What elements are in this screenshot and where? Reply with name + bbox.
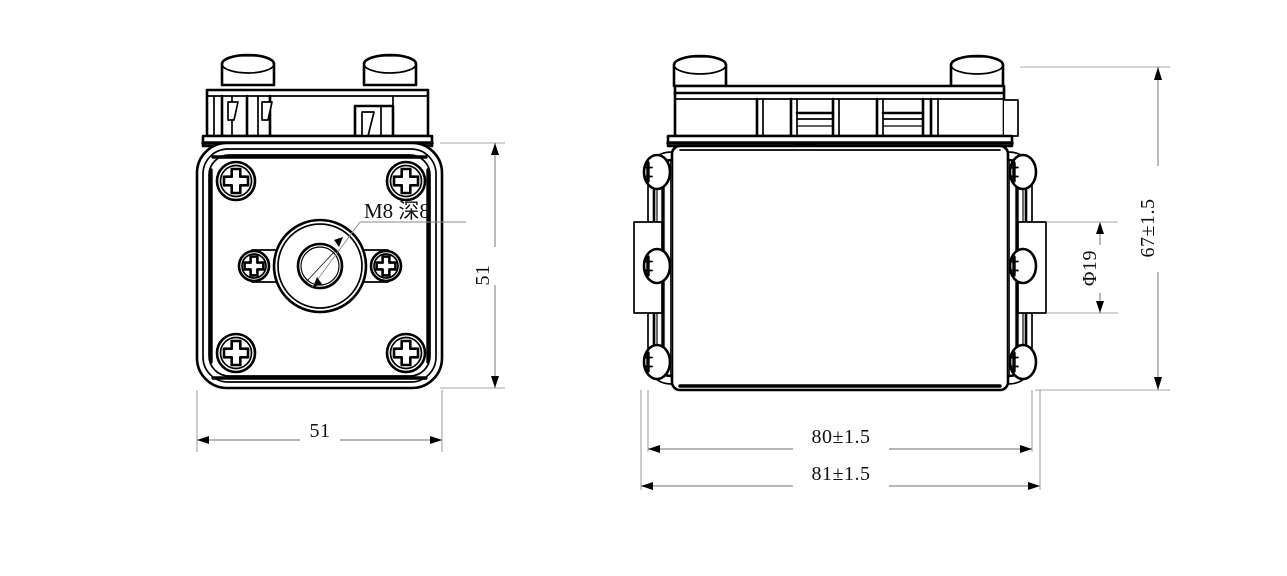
screw-top-left: [215, 160, 257, 202]
side-view-body: [670, 144, 1010, 392]
side-view-connectors: [672, 54, 1005, 88]
dimension-side-overall-width-label: 81±1.5: [812, 463, 871, 485]
dimension-front-height: [440, 142, 505, 389]
screw-bottom-right: [385, 332, 427, 374]
dimension-side-body-width: [647, 390, 1033, 453]
side-view-right-flange: [1006, 151, 1047, 385]
screw-bottom-left: [215, 332, 257, 374]
side-view: [633, 54, 1170, 490]
screw-top-right: [385, 160, 427, 202]
dimension-side-height: [1020, 66, 1170, 391]
side-view-terminal-block: [666, 84, 1019, 152]
dimension-front-width: [196, 390, 443, 452]
dimension-front-height-label: 51: [472, 265, 494, 286]
side-view-left-flange: [633, 151, 674, 385]
screw-middle-left: [237, 249, 271, 283]
dimension-front-width-label: 51: [310, 420, 331, 442]
front-view: [195, 53, 505, 452]
dimension-side-overall-width: [640, 390, 1041, 490]
thread-callout-label: M8 深8: [364, 199, 430, 223]
front-view-top-connector: [201, 53, 434, 152]
dimension-bore-diameter-label: Φ19: [1079, 250, 1101, 286]
dimension-bore-diameter: [1046, 221, 1118, 314]
dimension-side-body-width-label: 80±1.5: [812, 426, 871, 448]
thread-callout-m8: [311, 221, 466, 288]
screw-middle-right: [369, 249, 403, 283]
dimension-side-height-label: 67±1.5: [1137, 199, 1159, 258]
